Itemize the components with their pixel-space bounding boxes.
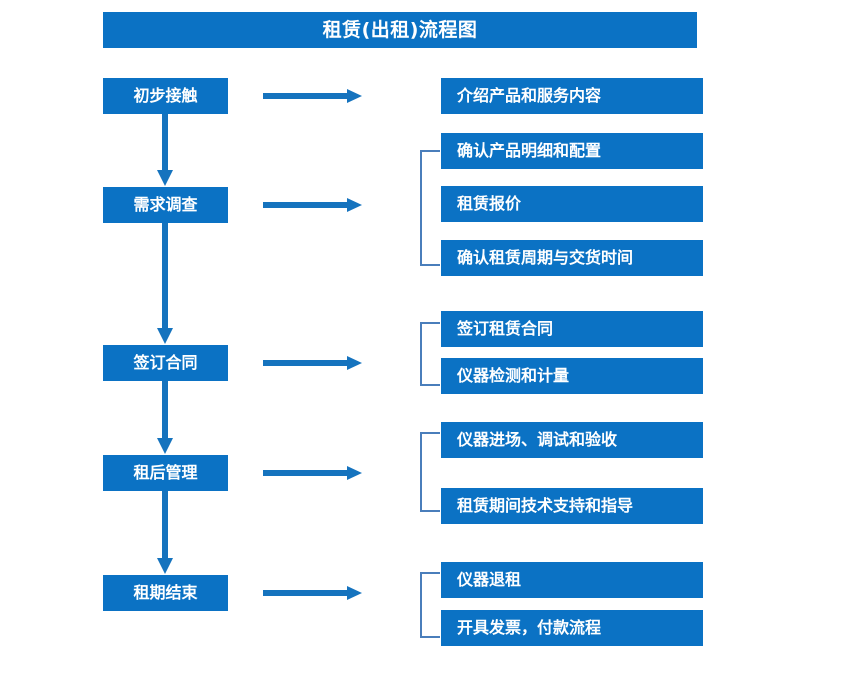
stage-box-2[interactable]: 需求调查 xyxy=(103,187,228,223)
arrow-down-icon-4 xyxy=(157,491,173,574)
stage-label-5: 租期结束 xyxy=(133,583,198,602)
arrow-down-icon-1 xyxy=(157,114,173,186)
detail-box-9[interactable]: 仪器退租 xyxy=(441,562,703,598)
group-bracket-3 xyxy=(420,322,440,386)
detail-label-2: 确认产品明细和配置 xyxy=(457,141,602,160)
detail-box-5[interactable]: 签订租赁合同 xyxy=(441,311,703,347)
arrow-right-icon-3 xyxy=(263,356,362,370)
stage-label-1: 初步接触 xyxy=(133,86,198,105)
stage-label-2: 需求调查 xyxy=(133,195,198,214)
detail-label-3: 租赁报价 xyxy=(457,194,522,213)
detail-label-4: 确认租赁周期与交货时间 xyxy=(457,248,634,267)
detail-label-6: 仪器检测和计量 xyxy=(457,366,570,385)
detail-label-9: 仪器退租 xyxy=(457,570,522,589)
stage-label-3: 签订合同 xyxy=(133,353,198,372)
arrow-right-icon-2 xyxy=(263,198,362,212)
detail-box-2[interactable]: 确认产品明细和配置 xyxy=(441,133,703,169)
stage-box-3[interactable]: 签订合同 xyxy=(103,345,228,381)
arrow-right-icon-5 xyxy=(263,586,362,600)
arrow-down-icon-2 xyxy=(157,223,173,344)
detail-label-7: 仪器进场、调试和验收 xyxy=(457,430,618,449)
detail-box-1[interactable]: 介绍产品和服务内容 xyxy=(441,78,703,114)
stage-box-1[interactable]: 初步接触 xyxy=(103,78,228,114)
detail-label-8: 租赁期间技术支持和指导 xyxy=(457,496,634,515)
group-bracket-4 xyxy=(420,432,440,512)
detail-box-4[interactable]: 确认租赁周期与交货时间 xyxy=(441,240,703,276)
chart-title-bar: 租赁(出租)流程图 xyxy=(103,12,697,48)
stage-label-4: 租后管理 xyxy=(133,463,198,482)
stage-box-4[interactable]: 租后管理 xyxy=(103,455,228,491)
arrow-down-icon-3 xyxy=(157,381,173,454)
group-bracket-2 xyxy=(420,150,440,266)
detail-box-8[interactable]: 租赁期间技术支持和指导 xyxy=(441,488,703,524)
detail-label-1: 介绍产品和服务内容 xyxy=(457,86,602,105)
arrow-right-icon-4 xyxy=(263,466,362,480)
detail-box-7[interactable]: 仪器进场、调试和验收 xyxy=(441,422,703,458)
stage-box-5[interactable]: 租期结束 xyxy=(103,575,228,611)
detail-box-3[interactable]: 租赁报价 xyxy=(441,186,703,222)
group-bracket-5 xyxy=(420,572,440,638)
detail-label-5: 签订租赁合同 xyxy=(457,319,554,338)
detail-box-6[interactable]: 仪器检测和计量 xyxy=(441,358,703,394)
arrow-right-icon-1 xyxy=(263,89,362,103)
chart-title-text: 租赁(出租)流程图 xyxy=(322,18,478,41)
detail-label-10: 开具发票，付款流程 xyxy=(457,618,602,637)
detail-box-10[interactable]: 开具发票，付款流程 xyxy=(441,610,703,646)
